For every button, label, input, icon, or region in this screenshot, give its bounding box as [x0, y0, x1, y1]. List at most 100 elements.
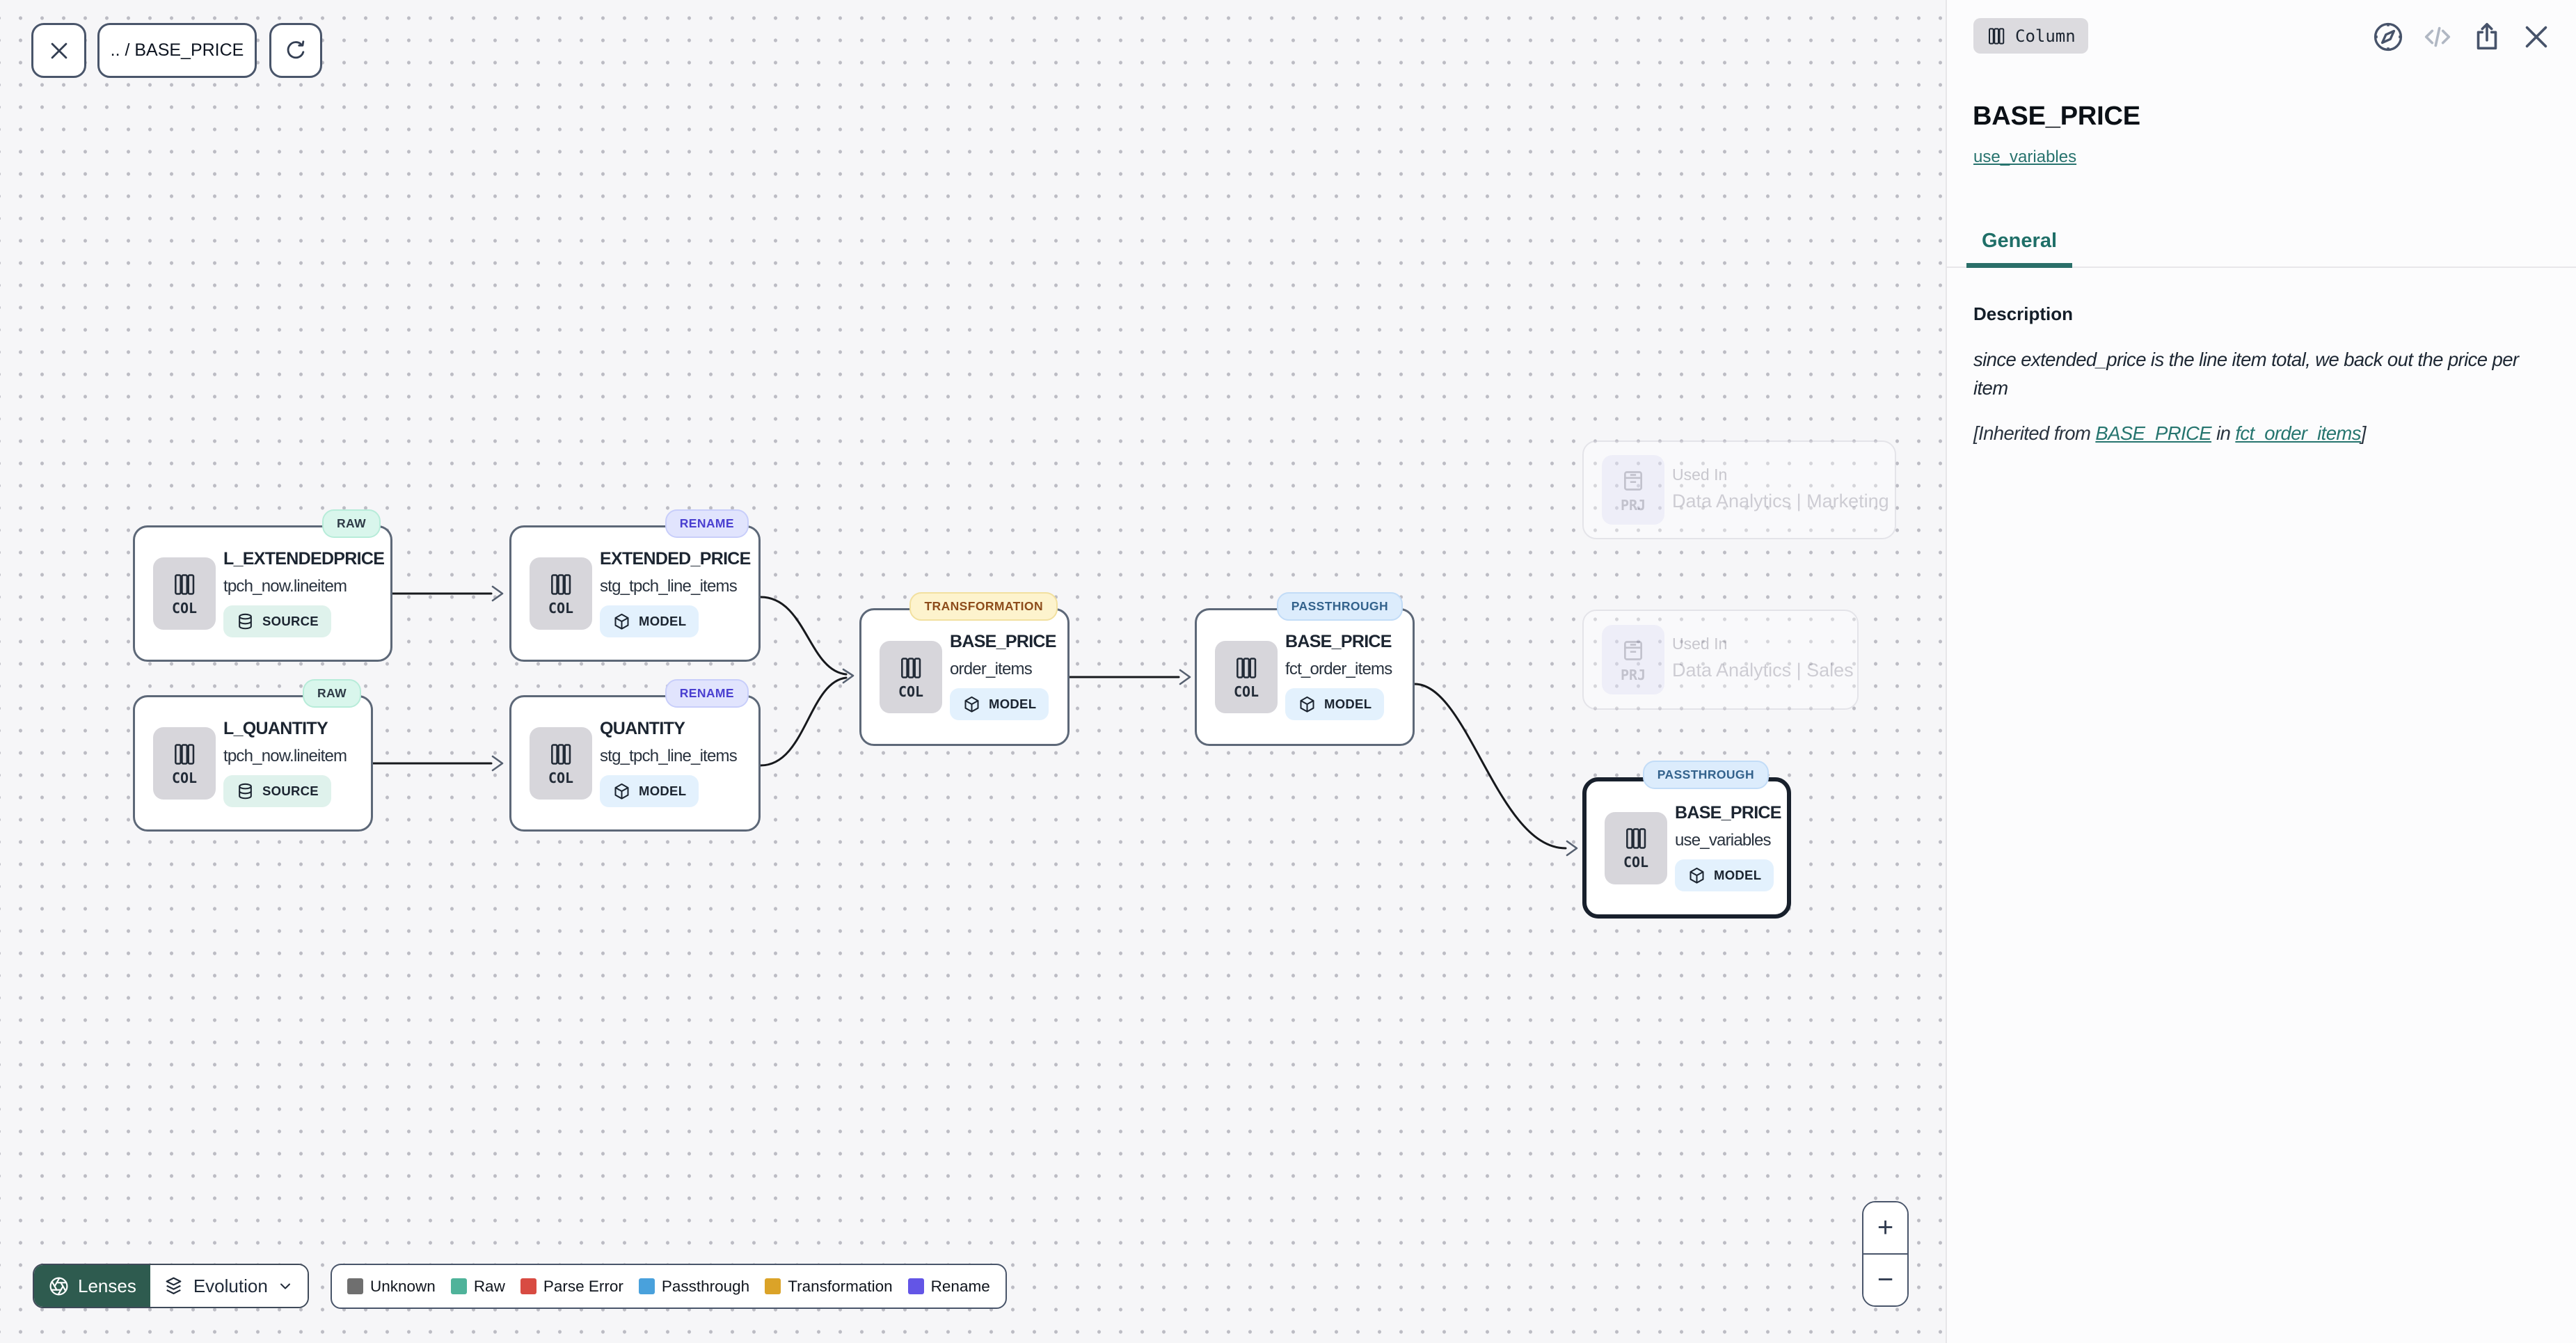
lineage-edges	[372, 585, 1578, 857]
database-icon	[239, 613, 252, 629]
columns-icon	[551, 743, 571, 765]
legend-swatch	[520, 1278, 536, 1294]
node-used-in-marketing[interactable]: PRJ Used In Data Analytics | Marketing	[1582, 440, 1896, 539]
model-link[interactable]: use_variables	[1973, 148, 2077, 166]
node-l-extendedprice[interactable]: RAW COL L_EXTENDEDPRICE tpch_now.lineite…	[133, 509, 392, 662]
database-icon	[239, 783, 252, 799]
node-base-price-fct-order-items[interactable]: PASSTHROUGH COL BASE_PRICE fct_order_ite…	[1195, 592, 1415, 746]
node-type-chip: MODEL	[950, 688, 1049, 720]
columns-icon	[551, 573, 571, 595]
legend-swatch	[765, 1278, 781, 1294]
legend-swatch	[450, 1278, 467, 1294]
legend-swatch	[638, 1278, 655, 1294]
node-type-chip: MODEL	[1675, 859, 1774, 891]
node-title: QUANTITY	[600, 719, 685, 738]
description-heading: Description	[1973, 303, 2074, 324]
close-icon	[51, 42, 67, 58]
node-title: EXTENDED_PRICE	[600, 549, 751, 569]
evolution-badge: RENAME	[665, 679, 749, 708]
column-kind-badge: COL	[530, 727, 592, 800]
lineage-canvas[interactable]: .. / BASE_PRICE RAW COL L_EXTENDEDPRICE …	[0, 0, 1946, 1343]
node-subtitle: stg_tpch_line_items	[600, 577, 738, 596]
evolution-badge: RAW	[321, 509, 381, 538]
column-kind-badge: COL	[880, 641, 942, 713]
node-used-in-sales[interactable]: PRJ Used In Data Analytics | Sales	[1582, 610, 1859, 710]
zoom-in-button[interactable]: +	[1863, 1202, 1907, 1255]
node-base-price-use-variables[interactable]: PASSTHROUGH COL BASE_PRICE use_variables…	[1582, 761, 1791, 919]
legend-item: Rename	[907, 1278, 990, 1296]
cube-icon	[614, 613, 629, 630]
project-kind-badge: PRJ	[1602, 625, 1664, 694]
compass-icon[interactable]	[2371, 19, 2406, 54]
node-quantity[interactable]: RENAME COL QUANTITY stg_tpch_line_items …	[509, 679, 761, 832]
evolution-badge: RENAME	[665, 509, 749, 538]
columns-icon	[1626, 828, 1646, 849]
node-type-chip: SOURCE	[223, 605, 331, 637]
evolution-legend: Unknown Raw Parse Error Passthrough Tran…	[331, 1264, 1007, 1309]
node-title: L_EXTENDEDPRICE	[223, 549, 385, 569]
aperture-icon	[49, 1277, 68, 1295]
close-icon[interactable]	[2519, 19, 2554, 54]
code-icon[interactable]	[2420, 19, 2455, 54]
lenses-control: Lenses Evolution	[33, 1264, 309, 1308]
used-in-label: Used In	[1672, 466, 1728, 484]
evolution-badge: RAW	[302, 679, 361, 708]
panel-tabbar: General	[1947, 220, 2576, 268]
canvas-close-button[interactable]	[31, 23, 86, 78]
inherited-model-link[interactable]: fct_order_items	[2235, 422, 2361, 444]
legend-swatch	[907, 1278, 924, 1294]
project-kind-badge: PRJ	[1602, 455, 1664, 525]
cube-icon	[964, 696, 979, 713]
inherited-note: [Inherited from BASE_PRICE in fct_order_…	[1973, 422, 2367, 444]
cube-icon	[1689, 867, 1704, 884]
refresh-icon	[287, 40, 305, 58]
drawer-icon	[1624, 470, 1642, 491]
description-text: since extended_price is the line item to…	[1973, 349, 2519, 399]
lens-selected-label: Evolution	[193, 1275, 268, 1296]
drawer-icon	[1624, 640, 1642, 660]
columns-icon	[175, 743, 195, 765]
tab-general[interactable]: General	[1966, 220, 2072, 268]
inherited-column-link[interactable]: BASE_PRICE	[2095, 422, 2212, 444]
node-l-quantity[interactable]: RAW COL L_QUANTITY tpch_now.lineitem SOU…	[133, 679, 373, 832]
column-kind-badge: COL	[153, 727, 216, 800]
project-name: Data Analytics | Marketing	[1672, 491, 1889, 511]
node-title: BASE_PRICE	[1675, 803, 1781, 823]
node-title: BASE_PRICE	[1285, 632, 1392, 651]
node-extended-price[interactable]: RENAME COL EXTENDED_PRICE stg_tpch_line_…	[509, 509, 761, 662]
columns-icon	[175, 573, 195, 595]
node-subtitle: use_variables	[1675, 831, 1772, 850]
lenses-button[interactable]: Lenses	[34, 1265, 150, 1307]
zoom-out-button[interactable]: −	[1863, 1255, 1907, 1305]
legend-item: Raw	[450, 1278, 505, 1296]
breadcrumb[interactable]: .. / BASE_PRICE	[97, 23, 257, 78]
entity-type-label: Column	[2015, 26, 2076, 46]
node-subtitle: tpch_now.lineitem	[223, 577, 347, 596]
entity-type-badge: Column	[1973, 18, 2088, 54]
used-in-label: Used In	[1672, 635, 1728, 653]
minus-icon: −	[1877, 1264, 1894, 1295]
legend-swatch	[347, 1278, 363, 1294]
column-kind-badge: COL	[530, 557, 592, 630]
columns-icon	[1237, 657, 1257, 678]
node-title: BASE_PRICE	[950, 632, 1056, 651]
breadcrumb-label: .. / BASE_PRICE	[110, 40, 244, 60]
node-subtitle: tpch_now.lineitem	[223, 747, 347, 765]
node-title: L_QUANTITY	[223, 719, 328, 738]
details-panel: Column BASE_PRICE use_variables General …	[1946, 0, 2576, 1343]
columns-icon	[901, 657, 921, 678]
evolution-badge: PASSTHROUGH	[1642, 761, 1769, 789]
column-kind-badge: COL	[153, 557, 216, 630]
node-type-chip: MODEL	[600, 775, 699, 807]
page-title: BASE_PRICE	[1973, 102, 2140, 131]
node-type-chip: SOURCE	[223, 775, 331, 807]
refresh-button[interactable]	[269, 23, 322, 78]
evolution-badge: PASSTHROUGH	[1276, 592, 1403, 621]
legend-item: Passthrough	[638, 1278, 749, 1296]
chevron-down-icon	[280, 1283, 290, 1289]
node-base-price-order-items[interactable]: TRANSFORMATION COL BASE_PRICE order_item…	[859, 592, 1070, 746]
legend-item: Parse Error	[520, 1278, 623, 1296]
lens-select[interactable]: Evolution	[150, 1265, 308, 1307]
column-kind-badge: COL	[1215, 641, 1278, 713]
share-icon[interactable]	[2470, 19, 2504, 54]
